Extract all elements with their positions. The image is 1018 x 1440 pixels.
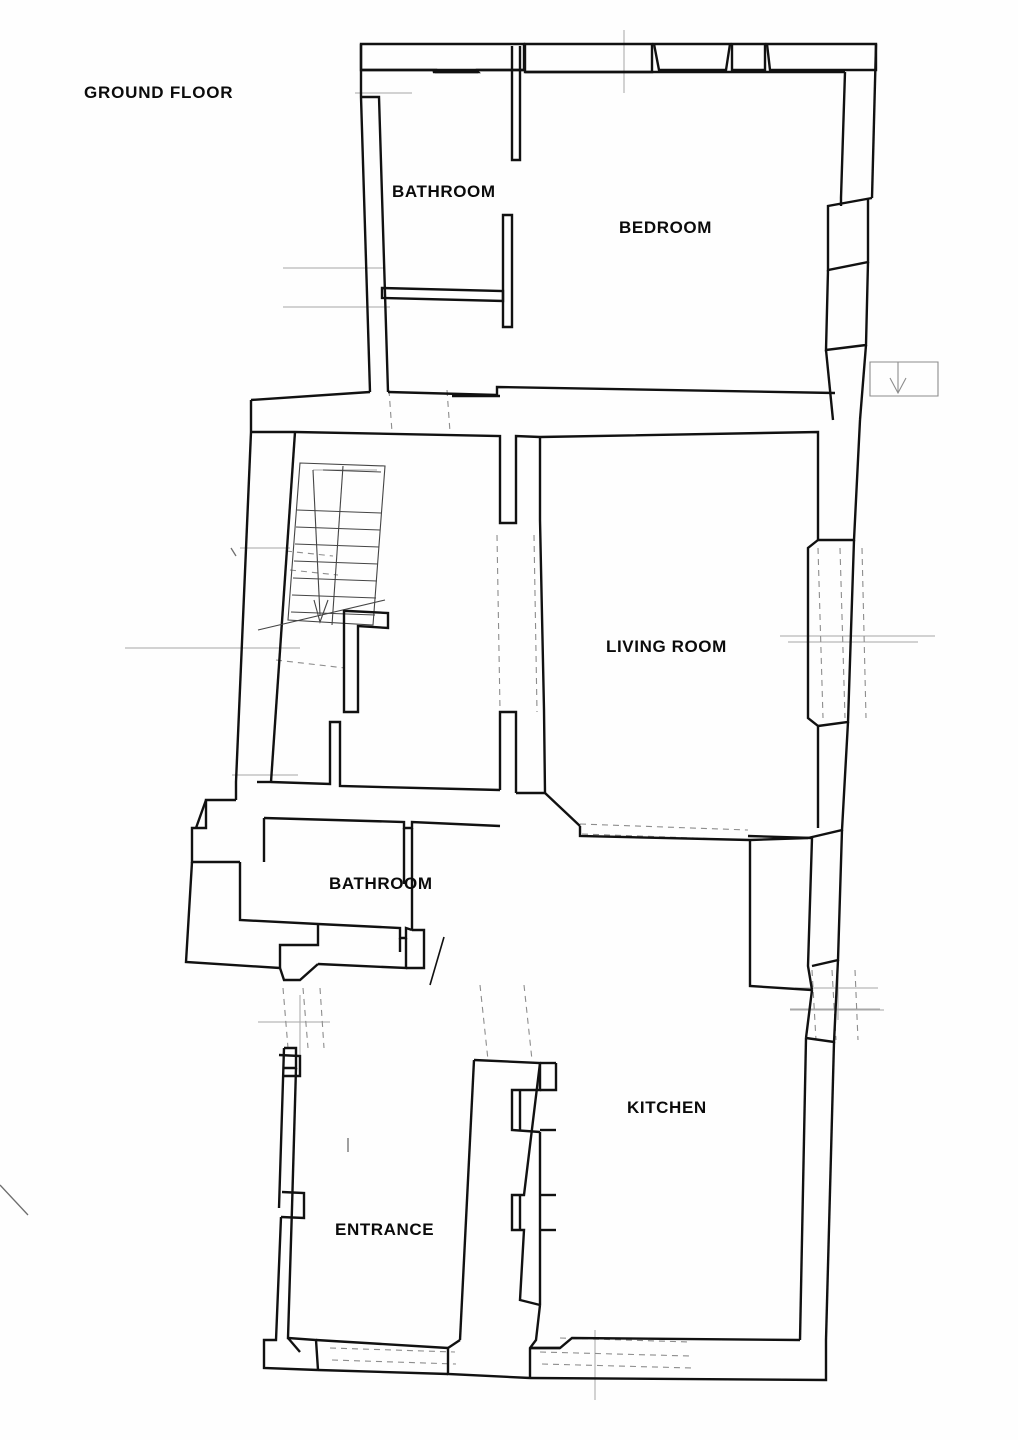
walls: [0, 42, 939, 1382]
page-title: GROUND FLOOR: [84, 83, 234, 102]
room-label-kitchen: KITCHEN: [627, 1098, 707, 1117]
stray-marks: [0, 547, 349, 1216]
hidden-opening-lines: [275, 389, 867, 1369]
staircase: [257, 462, 386, 631]
room-label-bathroom-upper: BATHROOM: [392, 182, 496, 201]
section-arrow-marker: [869, 361, 939, 397]
room-label-living-room: LIVING ROOM: [606, 637, 727, 656]
room-label-entrance: ENTRANCE: [335, 1220, 435, 1239]
construction-lines: [125, 30, 935, 1400]
room-label-bathroom-lower: BATHROOM: [329, 874, 433, 893]
room-label-bedroom: BEDROOM: [619, 218, 712, 237]
